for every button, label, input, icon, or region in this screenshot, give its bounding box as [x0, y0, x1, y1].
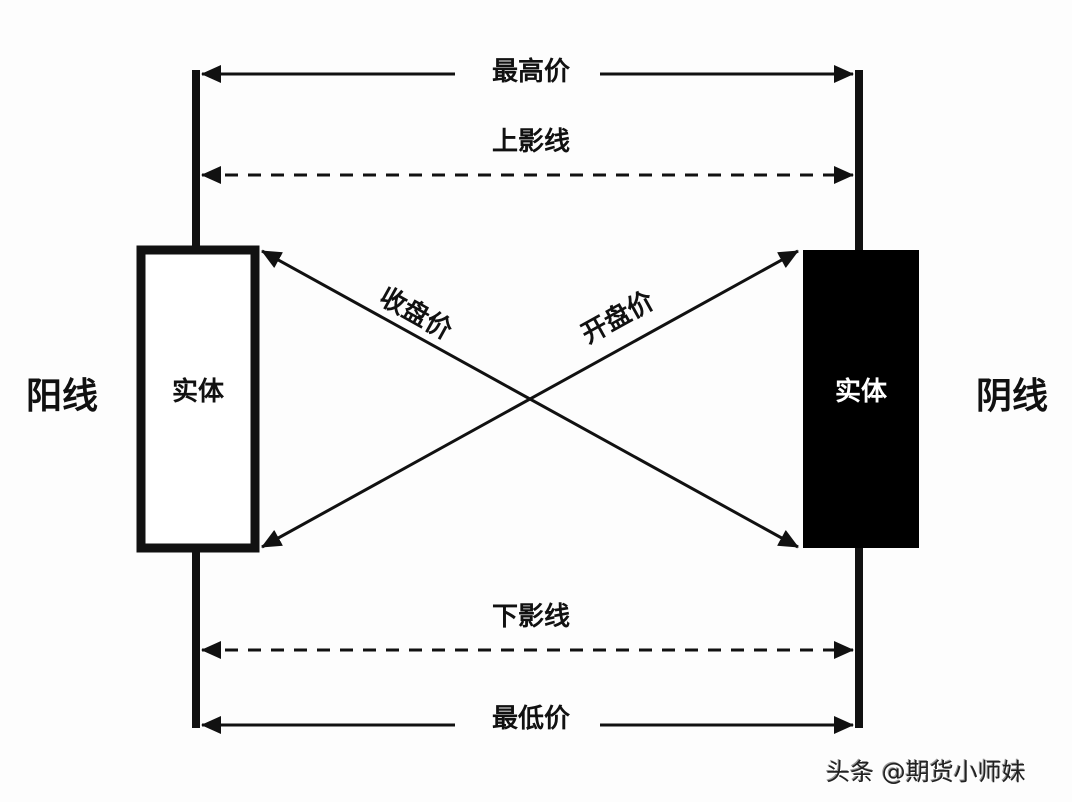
- upper-shadow-label: 上影线: [492, 127, 570, 157]
- bearish-body-label: 实体: [835, 376, 888, 407]
- high-label: 最高价: [492, 56, 571, 87]
- low-label: 最低价: [492, 704, 571, 734]
- bullish-label: 阳线: [26, 376, 98, 417]
- bearish-body: [803, 250, 919, 548]
- open-arrow: [261, 249, 799, 549]
- bearish-label: 阴线: [976, 376, 1048, 417]
- watermark: 头条 @期货小师妹: [826, 758, 1026, 786]
- lower-shadow-label: 下影线: [492, 602, 570, 632]
- bullish-body: [136, 245, 260, 553]
- bullish-body-label: 实体: [172, 376, 225, 407]
- open-label: 开盘价: [576, 285, 660, 350]
